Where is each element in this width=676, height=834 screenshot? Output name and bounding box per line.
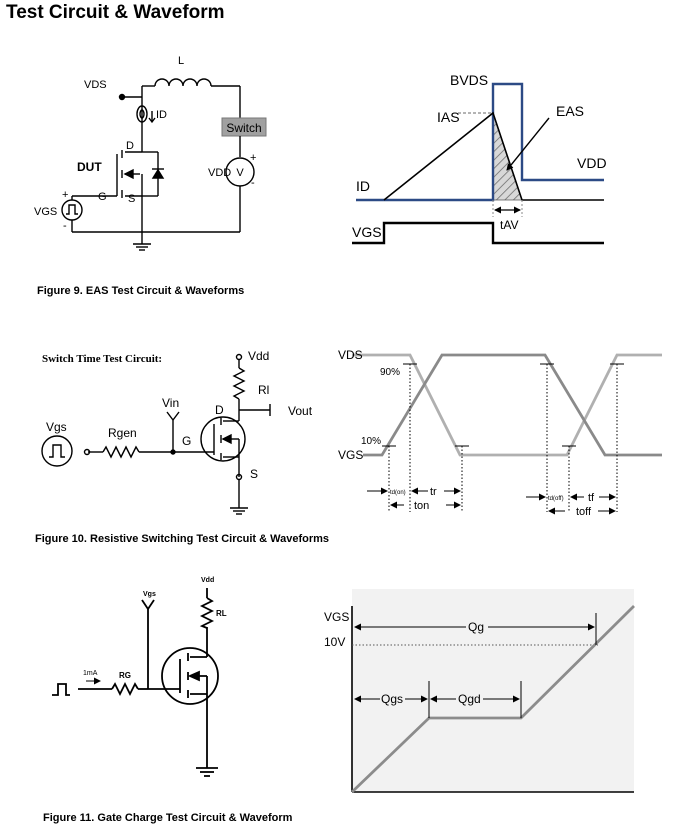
- ground-icon: [230, 507, 248, 515]
- p10-label: 10%: [361, 436, 381, 447]
- fig9-eas-waveform: [352, 82, 604, 245]
- vgs-label: VGS: [324, 610, 349, 624]
- vgs-label: Vgs: [143, 591, 156, 598]
- vgs-minus: -: [63, 220, 67, 232]
- vdd-minus: -: [251, 177, 255, 189]
- vdd-label: Vdd: [201, 577, 214, 584]
- vds-label: VDS: [84, 79, 107, 91]
- figure-10-caption: Figure 10. Resistive Switching Test Circ…: [35, 533, 330, 545]
- vgs-trace: [363, 353, 662, 457]
- qgs-label: Qgs: [381, 692, 403, 706]
- gate-label: G: [182, 434, 191, 448]
- id-trace: [383, 111, 604, 201]
- fig9-waveform-labels: BVDS IAS EAS VDD ID tAV VGS: [352, 72, 607, 240]
- tav-label: tAV: [500, 218, 518, 232]
- vgs-label: VGS: [338, 448, 363, 462]
- vgs-plus: +: [62, 189, 68, 201]
- vdd-wave-label: VDD: [577, 155, 607, 171]
- vdd-v-label: V: [236, 167, 244, 179]
- switch-time-title: Switch Time Test Circuit:: [42, 353, 162, 365]
- fig10-waveform-labels: VDS 90% 10% VGS td(on) tr ton td(off) tf…: [338, 348, 595, 518]
- fig11-waveform-labels: VGS 10V Qg Qgs Qgd: [324, 610, 484, 706]
- vgs-trace: [351, 605, 635, 794]
- vdd-terminal: [235, 353, 243, 361]
- figure-11-caption: Figure 11. Gate Charge Test Circuit & Wa…: [43, 812, 293, 824]
- tdon-label: td(on): [390, 490, 406, 496]
- ground-icon: [133, 243, 151, 251]
- tf-label: tf: [588, 492, 595, 504]
- ground-icon: [196, 767, 218, 777]
- 10v-label: 10V: [324, 635, 345, 649]
- qg-label: Qg: [468, 620, 484, 634]
- vdd-label: Vdd: [248, 349, 269, 363]
- eas-label: EAS: [556, 103, 584, 119]
- rgen-label: Rgen: [108, 426, 137, 440]
- vgs-terminal: [141, 599, 155, 611]
- vds-trace: [352, 353, 662, 457]
- vin-label: Vin: [162, 396, 179, 410]
- id-label: ID: [156, 109, 167, 121]
- ias-label: IAS: [437, 109, 460, 125]
- switch-box: [221, 117, 267, 137]
- rg-resistor: [111, 681, 139, 697]
- vin-terminal: [166, 411, 180, 422]
- vgs-wave-label: VGS: [352, 224, 382, 240]
- id-wave-label: ID: [356, 178, 370, 194]
- fig11-gate-charge-circuit: [52, 588, 219, 777]
- body-diode-icon: [151, 168, 165, 179]
- toff-label: toff: [576, 506, 592, 518]
- rg-label: RG: [119, 671, 131, 680]
- qgd-label: Qgd: [458, 692, 481, 706]
- figure-9-caption: Figure 9. EAS Test Circuit & Waveforms: [37, 285, 245, 297]
- rl-resistor: [232, 367, 246, 400]
- rl-resistor: [199, 597, 215, 629]
- vgs-pulse-source: [41, 435, 73, 467]
- vgs-label: Vgs: [46, 420, 67, 434]
- fig10-switching-circuit: [41, 353, 271, 515]
- fig11-gate-charge-waveform: [351, 589, 635, 794]
- mosfet-symbol: [200, 416, 246, 462]
- vdd-plus: +: [250, 152, 256, 164]
- fig9-circuit-labels: VDS L ID Switch D DUT VDD V + - G S + - …: [34, 55, 262, 232]
- source-label: S: [250, 467, 258, 481]
- ton-label: ton: [414, 500, 429, 512]
- pulse-input-icon: [52, 683, 70, 696]
- tr-label: tr: [430, 486, 437, 498]
- gate-label: G: [98, 191, 107, 203]
- eas-pointer: [506, 117, 550, 171]
- vgs-pulse-source: [61, 199, 83, 221]
- page-title: Test Circuit & Waveform: [6, 2, 225, 23]
- p90-label: 90%: [380, 367, 400, 378]
- vout-label: Vout: [288, 404, 313, 418]
- tdoff-label: td(off): [548, 496, 564, 502]
- vgs-label: VGS: [34, 206, 57, 218]
- rgen-resistor: [102, 445, 140, 459]
- vgs-trace: [352, 221, 604, 245]
- fig10-switching-waveform: [352, 353, 662, 515]
- current-label: 1mA: [83, 670, 98, 677]
- source-label: S: [128, 193, 135, 205]
- waveform-background: [352, 589, 634, 792]
- bvds-label: BVDS: [450, 72, 488, 88]
- dut-label: DUT: [77, 160, 102, 174]
- inductor-label: L: [178, 55, 184, 67]
- rl-label: Rl: [258, 383, 269, 397]
- current-probe-icon: [136, 105, 148, 123]
- fig11-circuit-labels: Vgs Vdd RL 1mA RG: [83, 577, 227, 680]
- d-label: D: [126, 140, 134, 152]
- fig9-eas-circuit: [61, 78, 267, 251]
- vds-trace: [356, 82, 604, 202]
- switch-label: Switch: [226, 121, 261, 135]
- rl-label: RL: [216, 609, 227, 618]
- dut-mosfet-arrow: [123, 168, 134, 180]
- drain-label: D: [215, 403, 224, 417]
- inductor-l: [154, 78, 212, 87]
- mosfet-symbol: [161, 647, 219, 705]
- vds-label: VDS: [338, 348, 363, 362]
- fig10-circuit-labels: Switch Time Test Circuit: Vdd Rl Vin Vou…: [42, 349, 313, 481]
- vdd-label: VDD: [208, 167, 231, 179]
